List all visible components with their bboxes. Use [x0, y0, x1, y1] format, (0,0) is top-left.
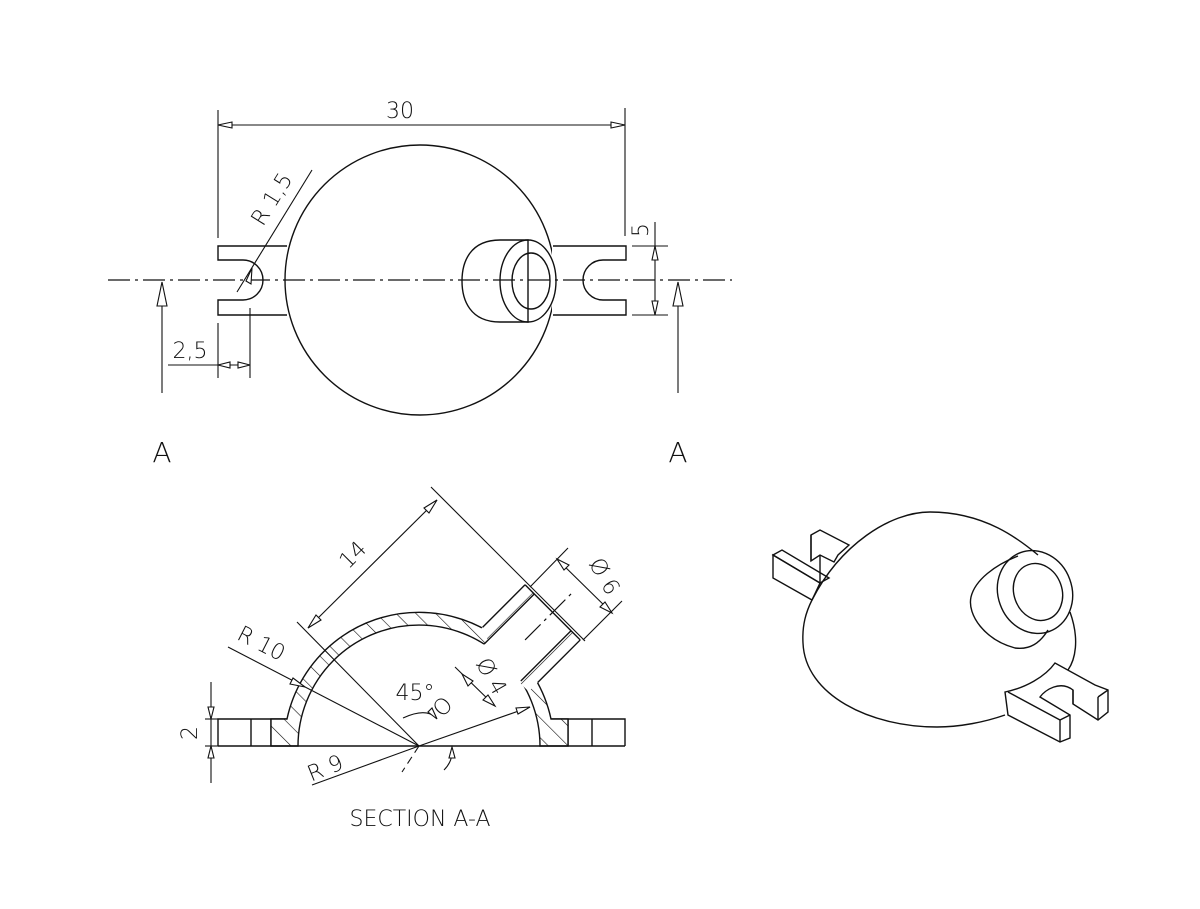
dimension-r9: R 9	[304, 706, 531, 788]
dimension-2-5: 2,5	[168, 308, 251, 378]
dimension-5: 5	[629, 222, 668, 316]
dimension-r10: R 10	[227, 622, 420, 747]
top-view: 30 5 R 1,5 2,5 A	[108, 99, 732, 469]
section-arrow-right: A	[668, 281, 688, 469]
section-arrow-left: A	[152, 281, 172, 469]
isometric-view	[771, 511, 1109, 743]
svg-text:R 9: R 9	[304, 751, 347, 788]
dimension-45-deg: 45° O	[396, 681, 458, 773]
svg-text:14: 14	[335, 537, 372, 574]
dimension-30: 30	[217, 99, 626, 238]
section-view: 14 Ø 6 Ø 4 R 10 R 9	[178, 486, 626, 832]
svg-text:30: 30	[386, 99, 414, 124]
svg-text:A: A	[152, 436, 171, 469]
svg-text:R 10: R 10	[233, 622, 289, 667]
svg-text:45°: 45°	[396, 681, 435, 706]
svg-text:5: 5	[629, 223, 654, 237]
boss-top-view	[461, 239, 557, 323]
dimension-2: 2	[178, 682, 218, 783]
boss-section	[479, 584, 581, 692]
svg-text:Ø 6: Ø 6	[583, 554, 624, 600]
iso-dome	[802, 511, 1077, 728]
iso-tab-left	[771, 529, 851, 601]
svg-text:2: 2	[178, 726, 203, 740]
svg-text:R 1,5: R 1,5	[247, 169, 299, 231]
section-title: SECTION A-A	[350, 807, 491, 832]
svg-text:A: A	[668, 436, 687, 469]
svg-text:2,5: 2,5	[173, 339, 208, 364]
iso-boss	[969, 549, 1074, 650]
iso-tab-right	[1004, 662, 1109, 743]
